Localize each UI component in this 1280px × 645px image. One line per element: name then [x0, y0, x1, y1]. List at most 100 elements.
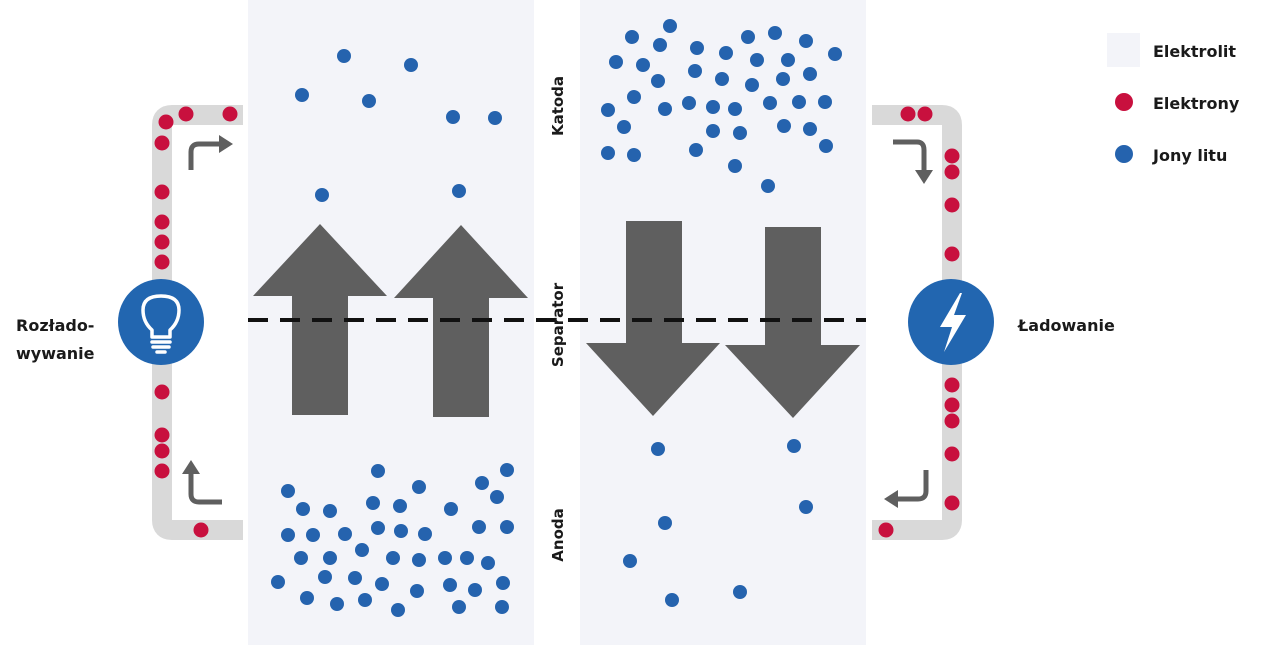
lithium-ion-dot: [358, 593, 372, 607]
charge-flow-arrow-top: [893, 139, 927, 172]
lithium-ion-dot: [362, 94, 376, 108]
charge-flow-arrowhead-top: [915, 170, 933, 184]
lithium-ion-dot: [296, 502, 310, 516]
discharge-label-line2: wywanie: [16, 344, 95, 363]
charge-label: Ładowanie: [1017, 316, 1115, 335]
electron-dot: [154, 135, 170, 151]
lightbulb-icon: [141, 294, 181, 354]
lithium-ion-dot: [690, 41, 704, 55]
lithium-ion-dot: [601, 146, 615, 160]
lithium-ion-dot: [750, 53, 764, 67]
electron-dot: [193, 522, 209, 538]
lithium-ion-dot: [777, 119, 791, 133]
lithium-ion-dot: [452, 600, 466, 614]
lithium-ion-dot: [768, 26, 782, 40]
charge-flow-arrow-bottom: [896, 470, 929, 502]
lithium-ion-dot: [410, 584, 424, 598]
lithium-ion-dot: [391, 603, 405, 617]
legend: Elektrolit Elektrony Jony litu: [1107, 33, 1240, 165]
lithium-ion-dot: [651, 442, 665, 456]
lithium-ion-dot: [452, 184, 466, 198]
discharge-flow-arrow-bottom: [188, 472, 222, 505]
lithium-ion-dot: [338, 527, 352, 541]
lithium-ion-dot: [665, 593, 679, 607]
lithium-ion-dot: [828, 47, 842, 61]
lithium-ion-dot: [472, 520, 486, 534]
electron-dot: [154, 234, 170, 250]
discharge-label-line1: Rozłado-: [16, 316, 94, 335]
lithium-ion-dot: [393, 499, 407, 513]
lithium-ion-dot: [281, 484, 295, 498]
legend-electrolyte-label: Elektrolit: [1153, 42, 1236, 61]
lithium-ion-dot: [475, 476, 489, 490]
electron-dot: [900, 106, 916, 122]
lithium-ion-dot: [651, 74, 665, 88]
ion-flow-arrow-up-2: [394, 225, 528, 417]
lithium-ion-dot: [741, 30, 755, 44]
lithium-ion-dot: [682, 96, 696, 110]
lithium-ion-dot: [776, 72, 790, 86]
electron-dot: [944, 164, 960, 180]
lithium-ion-dot: [763, 96, 777, 110]
electron-dot: [154, 254, 170, 270]
charge-flow-arrowhead-bottom: [884, 490, 898, 508]
lithium-ion-dot: [468, 583, 482, 597]
anode-label: Anoda: [549, 508, 567, 561]
lithium-ion-dot: [323, 504, 337, 518]
lithium-ion-dot: [371, 464, 385, 478]
lithium-ion-dot: [481, 556, 495, 570]
lithium-ion-dot: [371, 521, 385, 535]
lithium-ion-dot: [818, 95, 832, 109]
lightning-bolt-icon: [940, 293, 966, 352]
lithium-ion-dot: [500, 520, 514, 534]
electron-dot: [154, 427, 170, 443]
electron-dot: [154, 463, 170, 479]
electron-dot: [944, 397, 960, 413]
lithium-ion-dot: [663, 19, 677, 33]
lithium-ion-dot: [496, 576, 510, 590]
lithium-ion-dot: [500, 463, 514, 477]
lithium-ion-dot: [627, 148, 641, 162]
discharge-flow-arrowhead-bottom: [182, 460, 200, 474]
electron-dot: [944, 148, 960, 164]
lithium-ion-dot: [488, 111, 502, 125]
lithium-ion-dot: [412, 480, 426, 494]
electron-dot: [154, 214, 170, 230]
lithium-ion-dot: [625, 30, 639, 44]
lithium-ion-dot: [799, 500, 813, 514]
electron-dot: [944, 377, 960, 393]
lithium-ion-dot: [733, 585, 747, 599]
lithium-ion-dot: [658, 102, 672, 116]
lithium-ion-dot: [438, 551, 452, 565]
ion-flow-arrow-down-2: [725, 227, 860, 418]
electron-dot: [944, 446, 960, 462]
lithium-ion-dot: [787, 439, 801, 453]
lithium-ion-dot: [495, 600, 509, 614]
legend-electron-swatch: [1115, 93, 1133, 111]
lithium-ion-dot: [412, 553, 426, 567]
lithium-ion-dot: [719, 46, 733, 60]
electron-dot: [878, 522, 894, 538]
lithium-ion-dot: [330, 597, 344, 611]
lithium-ion-dot: [799, 34, 813, 48]
lithium-ion-dot: [294, 551, 308, 565]
legend-ions-label: Jony litu: [1152, 146, 1227, 165]
lithium-ion-dot: [658, 516, 672, 530]
lithium-ion-dot: [446, 110, 460, 124]
electron-dot: [158, 114, 174, 130]
electron-dot: [944, 197, 960, 213]
lithium-ion-dot: [386, 551, 400, 565]
lithium-ion-dot: [300, 591, 314, 605]
lithium-ion-dot: [653, 38, 667, 52]
lithium-ion-dot: [444, 502, 458, 516]
separator-label: Separator: [549, 282, 567, 367]
legend-ion-swatch: [1115, 145, 1133, 163]
lithium-ion-dot: [781, 53, 795, 67]
lithium-ion-dot: [792, 95, 806, 109]
lithium-ion-dot: [295, 88, 309, 102]
lithium-ion-dot: [689, 143, 703, 157]
electron-dot: [178, 106, 194, 122]
legend-electrolyte-swatch: [1107, 33, 1140, 67]
electron-dots: [154, 106, 960, 538]
